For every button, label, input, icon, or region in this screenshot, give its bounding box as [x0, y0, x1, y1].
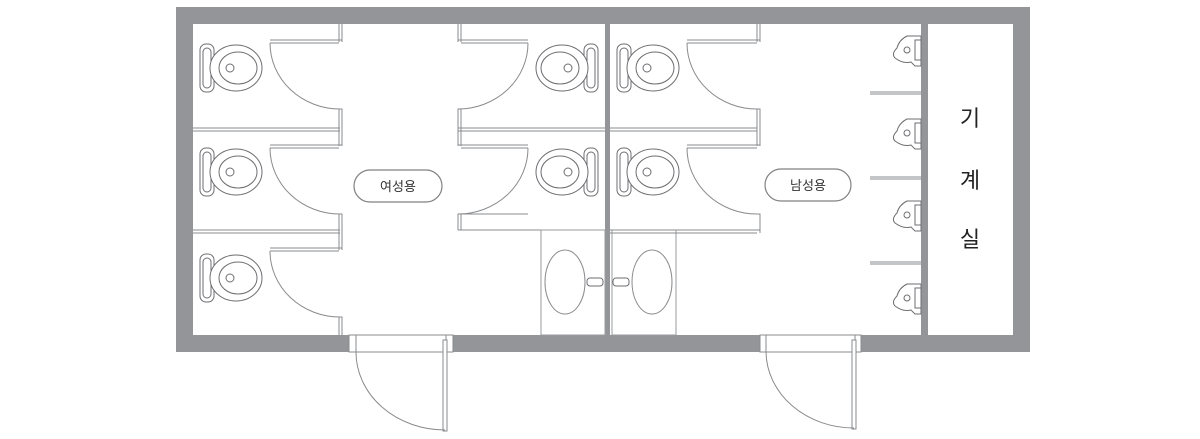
men-entrance-door[interactable]: [759, 334, 862, 430]
women-right-stalls: [457, 24, 605, 231]
toilet-icon: [199, 43, 263, 93]
women-room-label: 여성용: [353, 169, 443, 203]
women-entrance-door[interactable]: [348, 334, 454, 432]
machine-room-char: 실: [960, 228, 980, 253]
faucet-icon: [612, 277, 630, 287]
toilet-icon: [616, 147, 680, 197]
faucet-icon: [586, 277, 604, 287]
men-label-text: 남성용: [790, 179, 826, 194]
toilet-icon: [535, 43, 599, 93]
men-room-label: 남성용: [764, 168, 852, 202]
toilet-icon: [535, 147, 599, 197]
men-stalls: [610, 24, 761, 234]
toilet-icon: [616, 43, 680, 93]
women-label-text: 여성용: [380, 180, 416, 195]
machine-room-label: 기 계 실: [960, 107, 980, 253]
sinks: [540, 229, 677, 336]
machine-room-char: 계: [960, 169, 980, 194]
urinals: [870, 35, 922, 315]
toilet-icon: [199, 253, 263, 303]
machine-room-char: 기: [960, 107, 980, 132]
women-left-stalls: [193, 24, 343, 335]
toilet-icon: [199, 147, 263, 197]
